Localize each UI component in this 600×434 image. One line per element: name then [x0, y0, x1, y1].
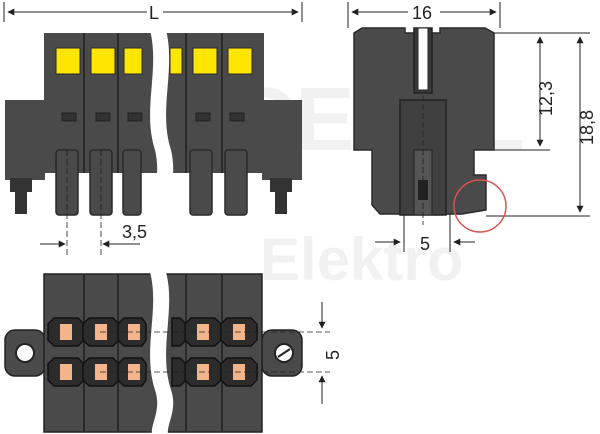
dim-L: L: [3, 2, 303, 23]
dim-row-spacing: 5: [318, 302, 343, 404]
dim-height-upper-label: 12,3: [536, 81, 556, 116]
right-flange: [262, 100, 302, 180]
right-screw: [270, 178, 292, 214]
side-view: [353, 27, 495, 225]
dim-width: 16: [347, 2, 501, 28]
dim-pitch-label: 3,5: [122, 222, 147, 242]
dim-height-total-label: 18,8: [577, 110, 597, 145]
dim-width-label: 16: [412, 3, 432, 23]
break-gap: [150, 30, 174, 225]
front-view: [5, 30, 302, 255]
dim-row-spacing-label: 5: [323, 350, 343, 360]
left-flange: [5, 100, 45, 180]
highlight-circle: [453, 179, 507, 233]
dim-offset-label: 5: [420, 234, 430, 254]
latches: [55, 47, 253, 75]
contacts-upper: [47, 317, 258, 347]
watermark-line2: Elektro: [260, 226, 463, 293]
dim-height-upper: 12,3: [494, 32, 590, 151]
dim-pitch: 3,5: [40, 222, 147, 248]
dim-offset: 5: [375, 214, 475, 254]
left-screw: [10, 178, 32, 214]
dim-L-label: L: [149, 3, 159, 23]
top-view: [4, 272, 330, 434]
